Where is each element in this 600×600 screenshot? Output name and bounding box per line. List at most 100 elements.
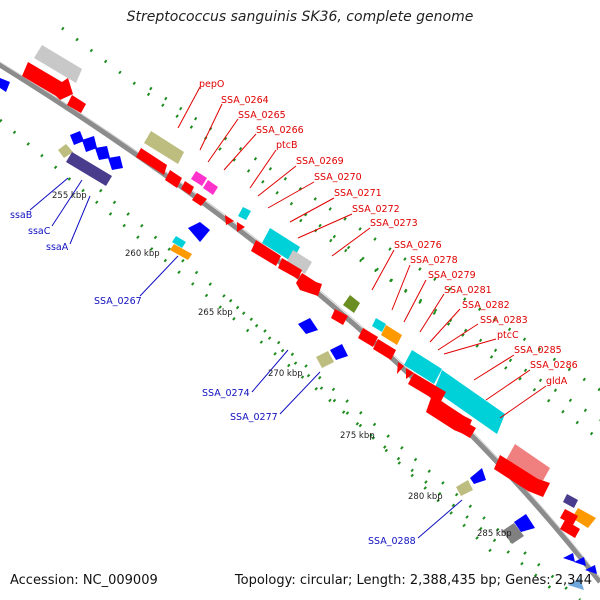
- cds-cyan: [434, 370, 505, 434]
- cds-pink: [505, 444, 550, 486]
- gene-label: SSA_0276: [394, 240, 442, 251]
- gene-label: SSA_0273: [370, 218, 418, 229]
- scale-label: 260 kbp: [125, 249, 160, 259]
- gene-label: SSA_0271: [334, 188, 382, 199]
- scale-labels: 255 kbp 260 kbp 265 kbp 270 kbp 275 kbp …: [52, 191, 512, 539]
- cds-red: [494, 455, 550, 497]
- gene-label: SSA_0283: [480, 315, 528, 326]
- cds-red: [331, 309, 348, 325]
- cds-red: [67, 95, 86, 113]
- forward-gene-labels: pepO SSA_0264 SSA_0265 SSA_0266 ptcB SSA…: [199, 79, 578, 387]
- cds-cyan: [404, 350, 442, 384]
- cds-red: [165, 170, 182, 188]
- cds-blue: [188, 222, 210, 242]
- cds-orange: [381, 325, 402, 345]
- cds-green: [343, 295, 360, 313]
- cds-red: [136, 148, 167, 175]
- topology-text: Topology: circular; Length: 2,388,435 bp…: [234, 573, 592, 588]
- gene-label: SSA_0265: [238, 110, 286, 121]
- scale-label: 255 kbp: [52, 191, 87, 201]
- scale-label: 285 kbp: [477, 529, 512, 539]
- cds-red: [192, 193, 207, 206]
- gene-label: SSA_0281: [444, 285, 492, 296]
- gene-label: SSA_0274: [202, 388, 250, 399]
- cds-blue: [563, 553, 575, 562]
- cds-red: [251, 240, 281, 266]
- cds-cyan: [172, 236, 186, 248]
- scale-label: 275 kbp: [340, 431, 375, 441]
- forward-callouts: [177, 86, 547, 419]
- cds-blue: [82, 136, 97, 152]
- gene-label: SSA_0269: [296, 156, 344, 167]
- scale-label: 270 kbp: [268, 369, 303, 379]
- cds-red: [181, 181, 194, 195]
- cds-red: [458, 421, 476, 438]
- cds-blue: [470, 468, 486, 484]
- cds-blue: [70, 131, 84, 145]
- cds-blue: [298, 318, 318, 334]
- gene-label: SSA_0286: [530, 360, 578, 371]
- cds-red: [397, 362, 404, 374]
- scale-label: 280 kbp: [408, 492, 443, 502]
- gene-label: SSA_0277: [230, 412, 278, 423]
- cds-blue: [95, 146, 110, 160]
- cds-red: [406, 368, 414, 379]
- cds-cyan: [372, 318, 386, 332]
- gene-label: ptcB: [276, 140, 298, 151]
- cds-magenta: [191, 171, 207, 186]
- forward-features: [22, 45, 596, 538]
- reverse-gene-labels: ssaB ssaC ssaA SSA_0267 SSA_0274 SSA_027…: [10, 210, 416, 547]
- cds-cyan: [238, 207, 251, 220]
- map-title: Streptococcus sanguinis SK36, complete g…: [126, 9, 474, 25]
- gene-label: ssaB: [10, 210, 32, 221]
- accession-text: Accession: NC_009009: [10, 573, 158, 588]
- gene-label: pepO: [199, 79, 224, 90]
- cds-red: [560, 509, 578, 525]
- cds-olive: [316, 351, 334, 368]
- cds-magenta: [203, 180, 218, 195]
- cds-skyblue: [568, 578, 584, 590]
- cds-blue: [108, 156, 123, 170]
- cds-red: [560, 520, 580, 538]
- cds-orange: [170, 244, 192, 260]
- cds-blue: [585, 565, 597, 574]
- gene-label: gldA: [546, 376, 568, 387]
- cds-red: [358, 328, 378, 347]
- cds-red: [225, 215, 234, 225]
- cds-red: [278, 258, 302, 279]
- cds-blue: [574, 557, 586, 566]
- gene-label: SSA_0264: [221, 95, 269, 106]
- gene-label: SSA_0282: [462, 300, 510, 311]
- scale-label: 265 kbp: [198, 308, 233, 318]
- cds-navy: [66, 152, 112, 186]
- cds-red: [373, 339, 396, 360]
- gene-label: ssaA: [46, 242, 69, 253]
- cds-navy: [563, 494, 578, 508]
- cds-blue: [514, 514, 535, 532]
- cds-cyan: [262, 228, 300, 262]
- genome-backbone-highlight: [0, 61, 600, 579]
- cds-blue: [0, 78, 10, 92]
- cds-gray: [286, 250, 312, 274]
- cds-red: [296, 273, 322, 296]
- cds-red: [237, 222, 245, 232]
- reverse-callouts: [29, 177, 463, 539]
- reverse-features: [0, 78, 597, 590]
- cds-olive: [144, 131, 184, 164]
- cds-gray: [34, 45, 82, 83]
- cds-darkgray: [502, 523, 524, 544]
- cds-olive: [456, 480, 473, 496]
- cds-red: [22, 62, 73, 100]
- cds-olive: [58, 144, 73, 158]
- gene-label: SSA_0279: [428, 270, 476, 281]
- gene-label: SSA_0267: [94, 296, 142, 307]
- gene-label: SSA_0278: [410, 255, 458, 266]
- cds-blue: [330, 344, 348, 360]
- gene-label: SSA_0270: [314, 172, 362, 183]
- gene-label: ptcC: [497, 330, 519, 341]
- cds-red: [408, 373, 446, 403]
- gene-label: SSA_0272: [352, 204, 400, 215]
- tick-lines: [0, 26, 600, 600]
- gene-label: SSA_0288: [368, 536, 416, 547]
